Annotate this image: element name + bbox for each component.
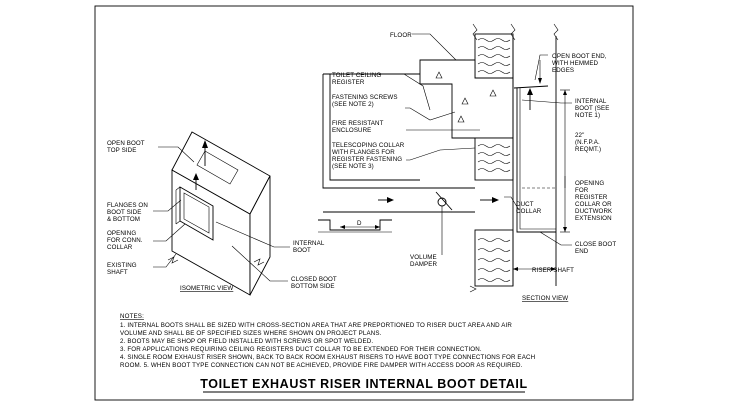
note-line: 4. SINGLE ROOM EXHAUST RISER SHOWN, BACK… [120,354,535,361]
label-opening-register: OPENING FOR REGISTER COLLAR OR DUCTWORK … [575,180,614,222]
label-riser-shaft: RISER SHAFT [532,267,574,274]
label-fire-resistant-enclosure: FIRE RESISTANT ENCLOSURE [332,120,385,134]
label-dimension-22: 22" (N.F.P.A. REQMT.) [575,132,602,153]
label-floor: FLOOR [390,32,412,39]
drawing-title: TOILET EXHAUST RISER INTERNAL BOOT DETAI… [200,377,527,391]
isometric-view-title: ISOMETRIC VIEW [180,285,233,292]
label-internal-boot-section: INTERNAL BOOT (SEE NOTE 1) [575,98,611,119]
label-existing-shaft: EXISTING SHAFT [107,262,139,276]
label-fastening-screws: FASTENING SCREWS (SEE NOTE 2) [332,94,399,108]
label-open-boot-end: OPEN BOOT END, WITH HEMMED EDGES [552,53,608,74]
section-view-title: SECTION VIEW [522,295,568,302]
label-opening-conn-collar: OPENING FOR CONN. COLLAR [107,230,144,251]
label-volume-damper: VOLUME DAMPER [410,254,439,268]
label-flanges: FLANGES ON BOOT SIDE & BOTTOM [107,202,150,223]
label-open-boot-top: OPEN BOOT TOP SIDE [107,140,146,154]
notes-block: NOTES: 1. INTERNAL BOOTS SHALL BE SIZED … [120,313,535,369]
note-line: 1. INTERNAL BOOTS SHALL BE SIZED WITH CR… [120,322,512,329]
isometric-view [153,131,290,296]
label-dimension-d: D [357,220,362,227]
notes-heading: NOTES: [120,313,144,320]
note-line: ROOM. 5. WHEN BOOT TYPE CONNECTION CAN N… [120,362,523,369]
label-internal-boot-iso: INTERNAL BOOT [293,240,326,254]
label-close-boot-end: CLOSE BOOT END [575,241,618,255]
section-view [318,23,572,293]
note-line: 2. BOOTS MAY BE SHOP OR FIELD INSTALLED … [120,338,373,345]
note-line: VOLUME AND SHALL BE OF SPECIFIED SIZES W… [120,330,382,337]
label-telescoping-collar: TELESCOPING COLLAR WITH FLANGES FOR REGI… [332,142,406,170]
sheet-border [94,5,634,401]
label-duct-collar: DUCT COLLAR [516,201,542,215]
label-closed-boot: CLOSED BOOT BOTTOM SIDE [291,276,339,290]
note-line: 3. FOR APPLICATIONS REQUIRING CEILING RE… [120,346,482,353]
label-toilet-ceiling-register: TOILET CEILING REGISTER [332,72,383,86]
